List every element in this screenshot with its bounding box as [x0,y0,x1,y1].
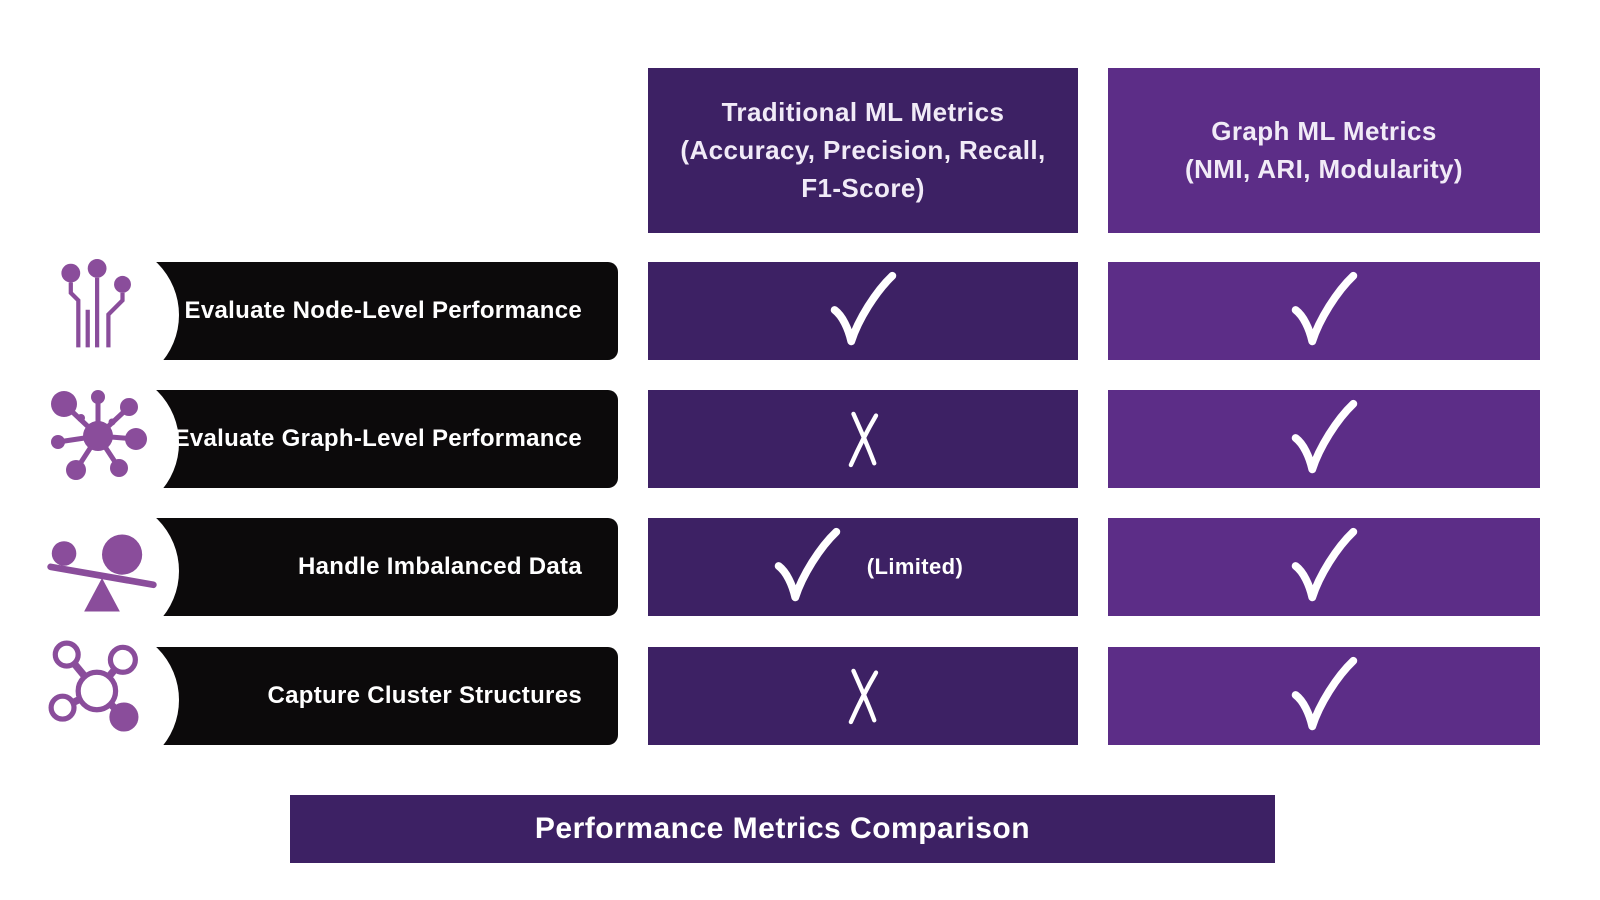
row-label-bar [100,647,618,745]
column-subtitle: (Accuracy, Precision, Recall, F1-Score) [680,135,1046,203]
check-mark-icon [1280,652,1368,740]
network-graph-icon [51,390,147,480]
table-row: Evaluate Node-Level Performance [0,242,1600,388]
row-label: Capture Cluster Structures [267,682,582,709]
row-label: Evaluate Node-Level Performance [184,297,582,324]
diagram-title-bar: Performance Metrics Comparison [290,795,1275,863]
balance-scale-icon [47,534,157,612]
column-subtitle: (NMI, ARI, Modularity) [1185,154,1463,185]
cell-graph-level-graph [1108,390,1540,488]
row-label-bar [100,518,618,616]
table-row: Capture Cluster Structures [0,627,1600,773]
cell-node-level-graph [1108,262,1540,360]
check-mark-icon [1280,523,1368,611]
cross-mark-icon [824,657,902,735]
row-label: Handle Imbalanced Data [297,553,582,580]
column-title: Graph ML Metrics [1211,116,1437,147]
check-mark-icon [763,523,851,611]
cross-mark-icon [824,400,902,478]
column-title: Traditional ML Metrics [721,97,1005,128]
cell-node-level-traditional [648,262,1078,360]
cell-graph-level-traditional [648,390,1078,488]
node-pins-icon [61,259,131,348]
check-mark-icon [1280,395,1368,483]
table-row: Evaluate Graph-Level Performance [0,370,1600,516]
check-mark-icon [819,267,907,355]
table-row: Handle Imbalanced Data (Limited) [0,498,1600,644]
cell-cluster-graph [1108,647,1540,745]
cluster-structure-icon [48,640,139,732]
row-label: Evaluate Graph-Level Performance [173,425,582,452]
cell-cluster-traditional [648,647,1078,745]
cell-note: (Limited) [866,554,964,579]
row-label-bar [100,390,618,488]
diagram-title: Performance Metrics Comparison [534,812,1031,845]
cell-imbalanced-traditional: (Limited) [648,518,1078,616]
cell-imbalanced-graph [1108,518,1540,616]
column-header-traditional-ml: Traditional ML Metrics (Accuracy, Precis… [648,68,1078,233]
row-label-bar [100,262,618,360]
column-header-graph-ml: Graph ML Metrics (NMI, ARI, Modularity) [1108,68,1540,233]
check-mark-icon [1280,267,1368,355]
